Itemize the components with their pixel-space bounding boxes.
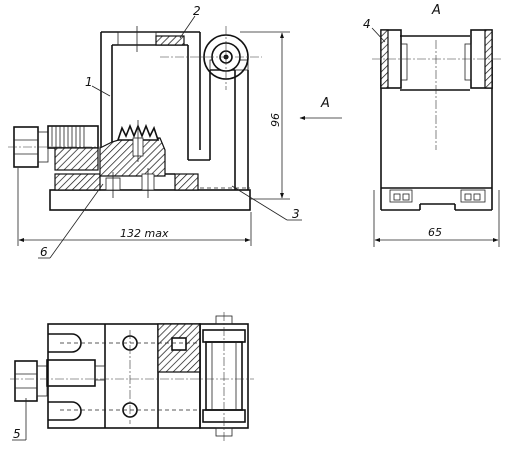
view-title: A [431,3,441,18]
dimension-height-front: 96 [269,113,282,127]
base-block-right [174,173,199,191]
leader-2: 2 [193,4,201,18]
front-view: 132 max 96 A 1 2 3 6 [8,4,342,259]
dimension-width-front: 132 max [120,227,169,240]
top-knob [14,359,106,402]
top-view: 5 [10,312,254,442]
view-arrow-label: A [320,96,330,111]
left-screw [13,125,99,171]
leader-3: 3 [292,207,300,221]
leader-4: 4 [363,17,371,31]
leader-6: 6 [40,245,48,259]
screw-detail [155,35,185,46]
base-plate [49,189,251,211]
dimension-width-side: 65 [428,226,442,239]
base-block-left [54,173,101,191]
side-view-a: A 65 4 [363,3,502,247]
clamp-body [99,137,166,177]
leader-5: 5 [13,427,21,441]
leader-1: 1 [85,75,93,89]
